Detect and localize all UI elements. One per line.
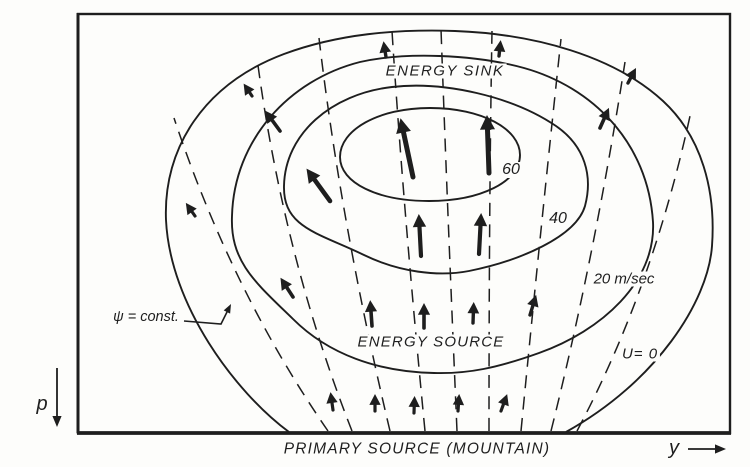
wind-arrow-shaft: [484, 119, 492, 176]
wind-arrow-head: [417, 303, 431, 315]
wind-arrow-head: [452, 394, 465, 406]
energy-sink-label: ENERGY SINK: [383, 62, 507, 80]
wind-arrow-head: [243, 83, 255, 96]
wind-arrow-head: [493, 40, 506, 52]
wind-arrow-head: [364, 300, 378, 313]
streamline-psi: [488, 30, 493, 432]
psi-const-label: ψ = const.: [111, 308, 181, 325]
streamline-psi: [550, 61, 626, 432]
y-axis-label: y: [669, 437, 679, 459]
wind-arrow-head: [408, 396, 420, 408]
wind-arrow-head: [326, 392, 338, 404]
energy-source-label: ENERGY SOURCE: [355, 333, 507, 351]
wind-arrow-head: [185, 202, 197, 216]
primary-source-label: PRIMARY SOURCE (MOUNTAIN): [283, 440, 551, 458]
streamline-psi: [318, 37, 391, 432]
streamline-psi: [520, 38, 562, 432]
p-axis-arrow-head: [52, 416, 62, 427]
p-axis-label: p: [36, 393, 48, 415]
u-zero-label: U= 0: [619, 345, 661, 363]
psi-leader-line: [183, 307, 230, 325]
streamline-psi: [256, 57, 353, 432]
wind-arrow-head: [369, 394, 381, 405]
psi-leader-head: [223, 304, 231, 314]
isotach-contour-u40: [283, 84, 589, 275]
wind-arrow-head: [527, 294, 539, 308]
isotach-contour-u0: [165, 29, 714, 433]
wind-arrow-head: [265, 110, 278, 124]
wind-arrow-head: [598, 107, 610, 122]
wind-arrow-head: [280, 277, 292, 291]
isotach-contour-u60: [339, 107, 521, 202]
wind-arrow-head: [306, 168, 321, 184]
wind-arrow-head: [625, 67, 636, 81]
wind-arrow-shaft: [399, 122, 416, 180]
wind-arrow-head: [379, 41, 392, 54]
wind-arrow-head: [479, 115, 496, 130]
isotach-contour-u20: [231, 54, 654, 375]
contour-label-40: 40: [547, 210, 569, 227]
contour-label-60: 60: [500, 161, 522, 178]
streamline-psi: [391, 30, 426, 432]
wind-arrow-head: [498, 394, 509, 407]
y-axis-arrow-head: [715, 444, 726, 454]
wind-arrow-head: [467, 302, 480, 314]
wind-arrow-head: [412, 214, 427, 228]
contour-label-20: 20 m/sec: [591, 270, 657, 288]
wind-arrow-head: [473, 213, 488, 227]
wind-arrow-head: [396, 118, 411, 135]
streamline-psi: [173, 117, 329, 432]
